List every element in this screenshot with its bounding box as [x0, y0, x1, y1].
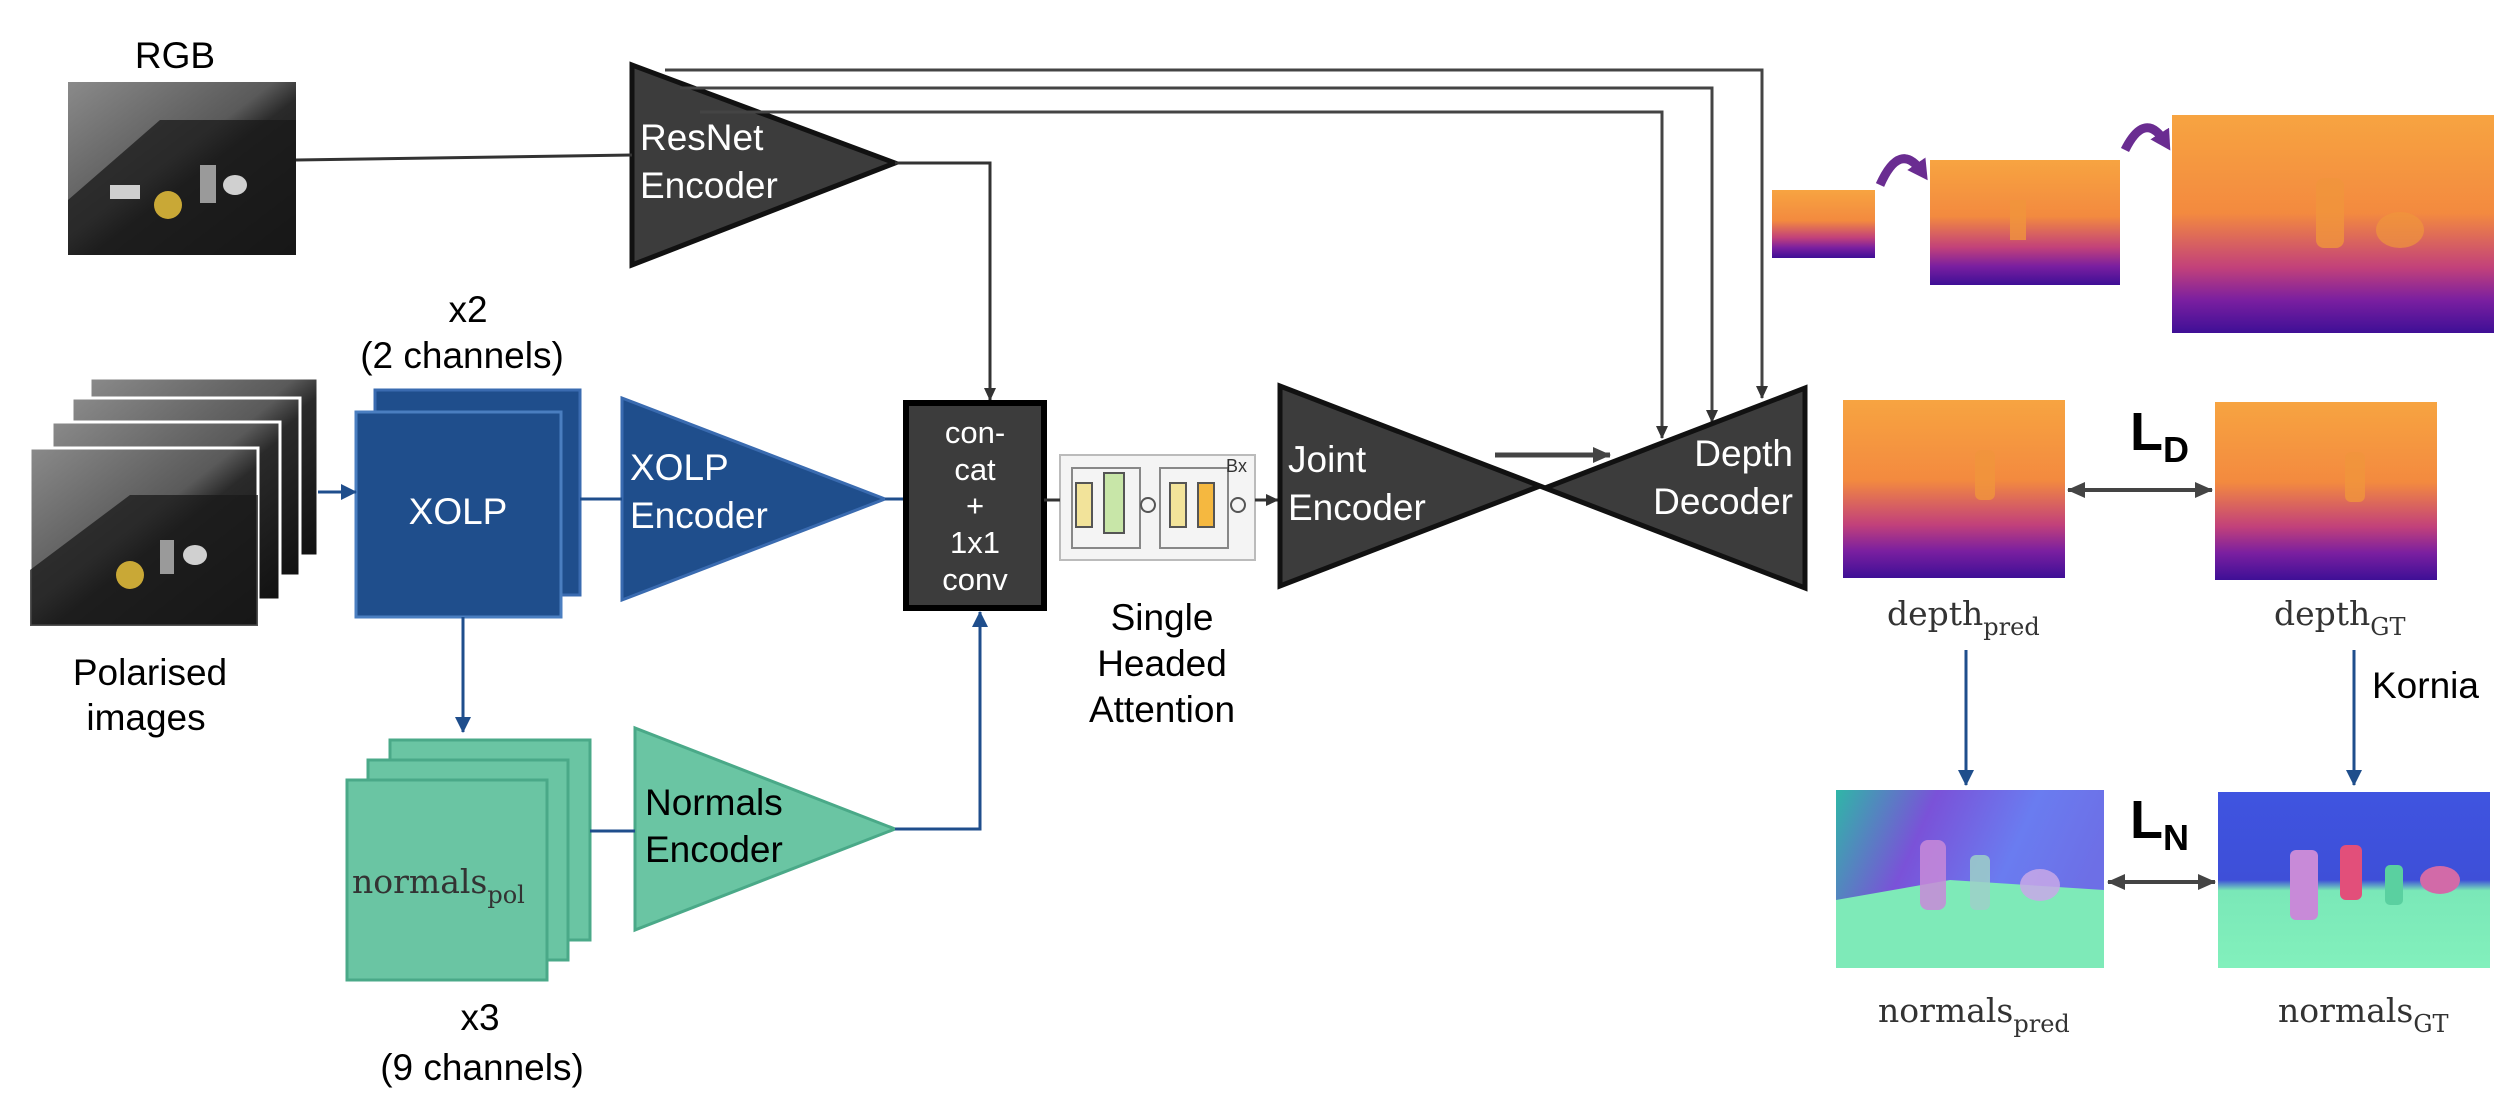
concat-line1: con-: [945, 415, 1005, 450]
normals-encoder-line2: Encoder: [645, 829, 783, 870]
depth-gt-image: [2215, 402, 2437, 580]
normals-pol-label: normalspol: [352, 862, 525, 909]
joint-encoder-line1: Joint: [1288, 439, 1367, 480]
joint-encoder-line2: Encoder: [1288, 487, 1426, 528]
xolp-block: [354, 388, 582, 619]
loss-normals-label: LN: [2130, 790, 2189, 858]
line-rgb-to-resnet: [295, 153, 633, 162]
normals-pol-block: [345, 738, 592, 982]
skip-connection-3: [700, 110, 1668, 439]
arrow-normals-encoder-to-concat: [895, 611, 988, 831]
resnet-encoder-line2: Encoder: [640, 165, 778, 206]
attention-line3: Attention: [1089, 689, 1235, 730]
attention-line1: Single: [1111, 597, 1214, 638]
arrow-resnet-to-concat: [895, 161, 996, 401]
polarised-image-stack: [28, 376, 320, 628]
joint-encoder: [1277, 382, 1547, 590]
attention-badge: Bx: [1226, 456, 1247, 476]
normals-encoder-line1: Normals: [645, 782, 783, 823]
normals-gt-image: [2218, 792, 2490, 968]
skip-connection-2: [680, 86, 1718, 423]
depth-output-medium: [1930, 160, 2120, 285]
concat-line5: conv: [942, 562, 1008, 597]
normals-count-label: x3: [460, 997, 499, 1038]
xolp-encoder-line2: Encoder: [630, 495, 768, 536]
skip-connection-1: [665, 68, 1768, 399]
depth-pred-image: [1843, 400, 2065, 578]
normals-channels-label: (9 channels): [380, 1047, 584, 1088]
xolp-channels-label: (2 channels): [360, 335, 564, 376]
depth-gt-label: depthGT: [2274, 594, 2405, 641]
depth-pred-label: depthpred: [1887, 594, 2040, 641]
concat-conv-block: [903, 400, 1047, 611]
concat-line4: 1x1: [950, 525, 1000, 560]
normals-pred-image: [1836, 790, 2104, 968]
polarised-label-line2: images: [86, 697, 205, 738]
polarised-label-line1: Polarised: [73, 652, 227, 693]
concat-line3: +: [966, 488, 984, 523]
xolp-encoder-line1: XOLP: [630, 447, 729, 488]
rgb-image: [68, 82, 296, 255]
loss-depth-label: LD: [2130, 402, 2189, 470]
attention-line2: Headed: [1097, 643, 1227, 684]
resnet-encoder-line1: ResNet: [640, 117, 764, 158]
depth-output-small: [1772, 190, 1875, 258]
upsample-arrow-2: [2120, 123, 2171, 153]
upsample-arrow-1: [1875, 154, 1928, 187]
depth-output-large: [2172, 115, 2494, 333]
xolp-count-label: x2: [448, 289, 487, 330]
rgb-label: RGB: [135, 35, 215, 76]
resnet-encoder: [629, 61, 903, 269]
depth-decoder-line1: Depth: [1694, 433, 1793, 474]
normals-pred-label: normalspred: [1878, 991, 2070, 1038]
xolp-block-label: XOLP: [409, 491, 508, 532]
concat-line2: cat: [954, 452, 996, 487]
normals-gt-label: normalsGT: [2278, 991, 2449, 1038]
depth-decoder-line2: Decoder: [1653, 481, 1793, 522]
normals-encoder: [633, 725, 900, 933]
depth-decoder: [1538, 384, 1808, 592]
kornia-label: Kornia: [2372, 665, 2479, 706]
attention-thumbnail: Bx: [1059, 454, 1256, 561]
